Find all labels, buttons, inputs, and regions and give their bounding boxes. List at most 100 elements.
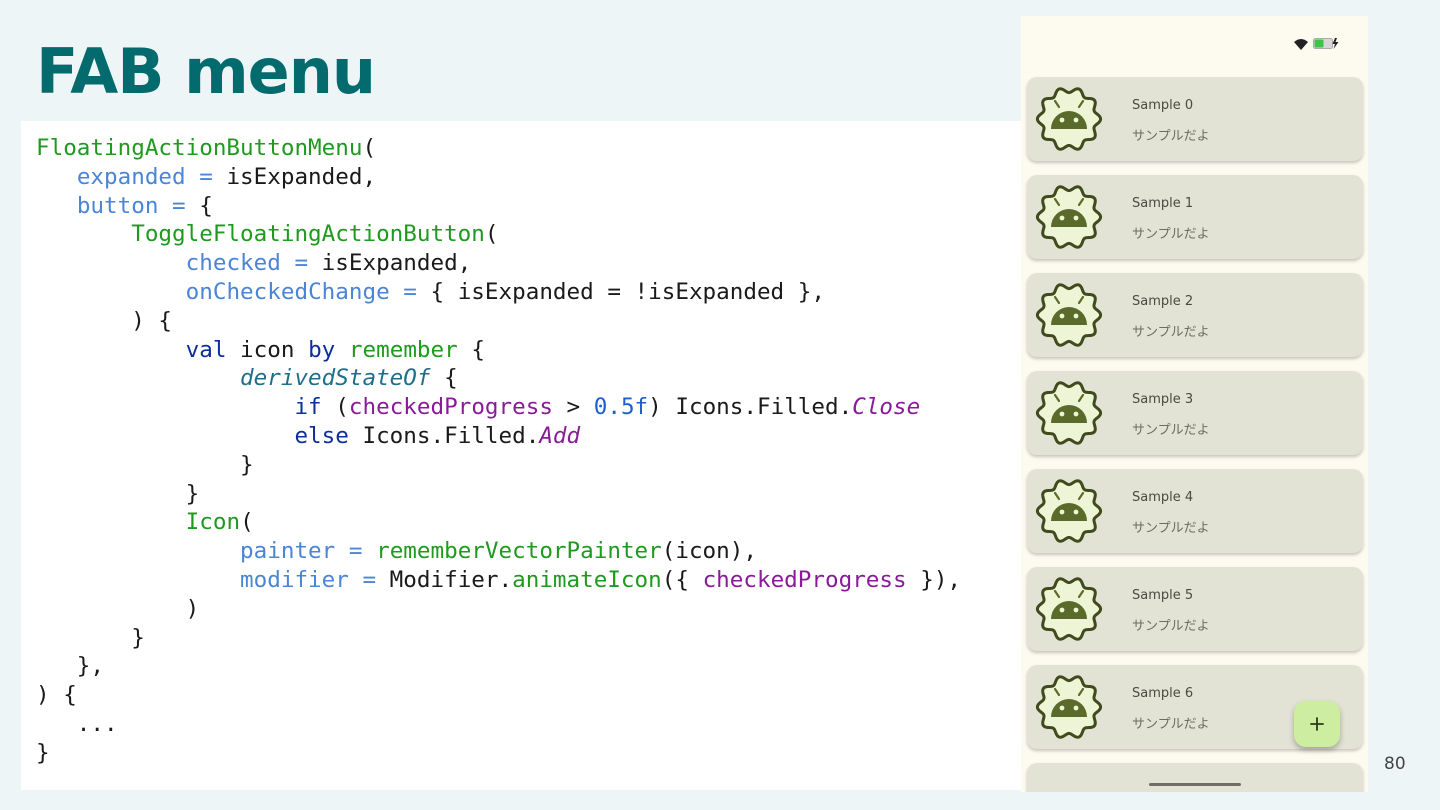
android-avatar-icon <box>1035 675 1103 739</box>
code-line: } <box>36 739 961 768</box>
code-token <box>36 337 186 363</box>
code-line: checked = isExpanded, <box>36 249 961 278</box>
list-item-subtitle: サンプルだよ <box>1132 423 1210 438</box>
code-token: } <box>36 624 145 651</box>
code-token: painter = <box>240 538 363 565</box>
list-item[interactable]: Sample 3 サンプルだよ <box>1027 371 1363 455</box>
android-avatar-icon <box>1035 185 1103 249</box>
fab-add-button[interactable] <box>1294 701 1340 747</box>
code-token: }, <box>36 653 105 680</box>
code-token: Icon <box>185 509 241 536</box>
code-token: button = <box>76 192 186 219</box>
code-token: ... <box>36 710 118 737</box>
code-token: by <box>308 336 336 363</box>
android-avatar-icon <box>1035 283 1103 347</box>
code-token <box>36 250 186 276</box>
list-item[interactable]: Sample 5 サンプルだよ <box>1027 567 1363 651</box>
list-item-subtitle: サンプルだよ <box>1132 227 1210 242</box>
code-token: ( <box>321 394 349 421</box>
code-block: FloatingActionButtonMenu( expanded = isE… <box>36 134 961 768</box>
code-token: ( <box>362 135 377 161</box>
add-icon <box>1310 717 1324 731</box>
list-item-title: Sample 5 <box>1132 588 1194 603</box>
code-token: } <box>36 739 50 766</box>
list-item-subtitle: サンプルだよ <box>1132 717 1210 732</box>
code-token <box>36 279 186 305</box>
code-token: ) { <box>36 307 173 334</box>
code-line: ToggleFloatingActionButton( <box>36 220 961 249</box>
code-token: (icon), <box>661 538 757 565</box>
code-line: ) { <box>36 681 961 710</box>
code-token: modifier = <box>240 566 377 593</box>
code-token: onCheckedChange = <box>185 278 417 305</box>
code-token: Close <box>852 394 921 421</box>
list-item-title: Sample 6 <box>1132 686 1194 701</box>
code-token: derivedStateOf <box>240 365 431 392</box>
code-token: { <box>430 365 458 392</box>
code-token: ) Icons.Filled. <box>648 394 853 421</box>
code-token: checkedProgress <box>702 566 907 593</box>
code-token <box>335 337 349 363</box>
code-line: painter = rememberVectorPainter(icon), <box>36 537 961 566</box>
list-item-title: Sample 3 <box>1132 392 1194 407</box>
code-token: ) <box>36 595 200 622</box>
code-token <box>36 394 294 420</box>
code-token: ) { <box>36 682 77 709</box>
code-token <box>36 365 240 391</box>
android-avatar-icon <box>1035 381 1103 445</box>
code-token <box>362 538 376 564</box>
list-item-partial[interactable] <box>1027 763 1363 792</box>
code-token: checked = <box>185 250 309 277</box>
code-token: isExpanded, <box>308 250 472 277</box>
slide-title: FAB menu <box>36 35 376 108</box>
code-token: { <box>457 336 485 363</box>
list-item-subtitle: サンプルだよ <box>1132 521 1210 536</box>
code-line: ) { <box>36 307 961 336</box>
android-avatar-icon <box>1035 479 1103 543</box>
list-item-title: Sample 2 <box>1132 294 1194 309</box>
code-token: ({ <box>661 566 703 593</box>
code-line: FloatingActionButtonMenu( <box>36 134 961 163</box>
code-token: if <box>294 394 322 421</box>
battery-charging-icon <box>1313 38 1339 49</box>
code-token: Icons.Filled. <box>348 422 540 449</box>
list-item-subtitle: サンプルだよ <box>1132 619 1210 634</box>
code-line: Icon( <box>36 508 961 537</box>
android-avatar-icon <box>1035 577 1103 641</box>
nav-handle[interactable] <box>1149 783 1241 786</box>
wifi-icon <box>1294 39 1308 50</box>
code-token <box>36 509 186 535</box>
code-token: }), <box>906 566 962 593</box>
status-bar <box>1021 16 1368 68</box>
code-token: { isExpanded = !isExpanded }, <box>416 278 825 305</box>
list-item-title: Sample 0 <box>1132 98 1194 113</box>
code-token <box>36 164 77 190</box>
code-line: val icon by remember { <box>36 336 961 365</box>
code-token <box>36 193 77 219</box>
code-token: 0.5f <box>593 394 649 421</box>
code-token: Modifier. <box>376 566 513 593</box>
code-line: ... <box>36 710 961 739</box>
code-token: expanded = <box>76 163 213 190</box>
code-token: isExpanded, <box>212 163 377 190</box>
code-line: if (checkedProgress > 0.5f) Icons.Filled… <box>36 393 961 422</box>
code-line: } <box>36 624 961 653</box>
code-token <box>36 538 240 564</box>
code-token: rememberVectorPainter <box>376 538 662 565</box>
page-number: 80 <box>1384 754 1406 774</box>
android-avatar-icon <box>1035 87 1103 151</box>
code-token: val <box>185 336 227 363</box>
code-line: button = { <box>36 192 961 221</box>
code-token <box>36 423 294 449</box>
code-line: derivedStateOf { <box>36 364 961 393</box>
code-line: else Icons.Filled.Add <box>36 422 961 451</box>
code-token: remember <box>348 336 458 363</box>
code-token: { <box>185 192 213 219</box>
code-token: ToggleFloatingActionButton <box>131 221 485 248</box>
code-line: } <box>36 451 961 480</box>
